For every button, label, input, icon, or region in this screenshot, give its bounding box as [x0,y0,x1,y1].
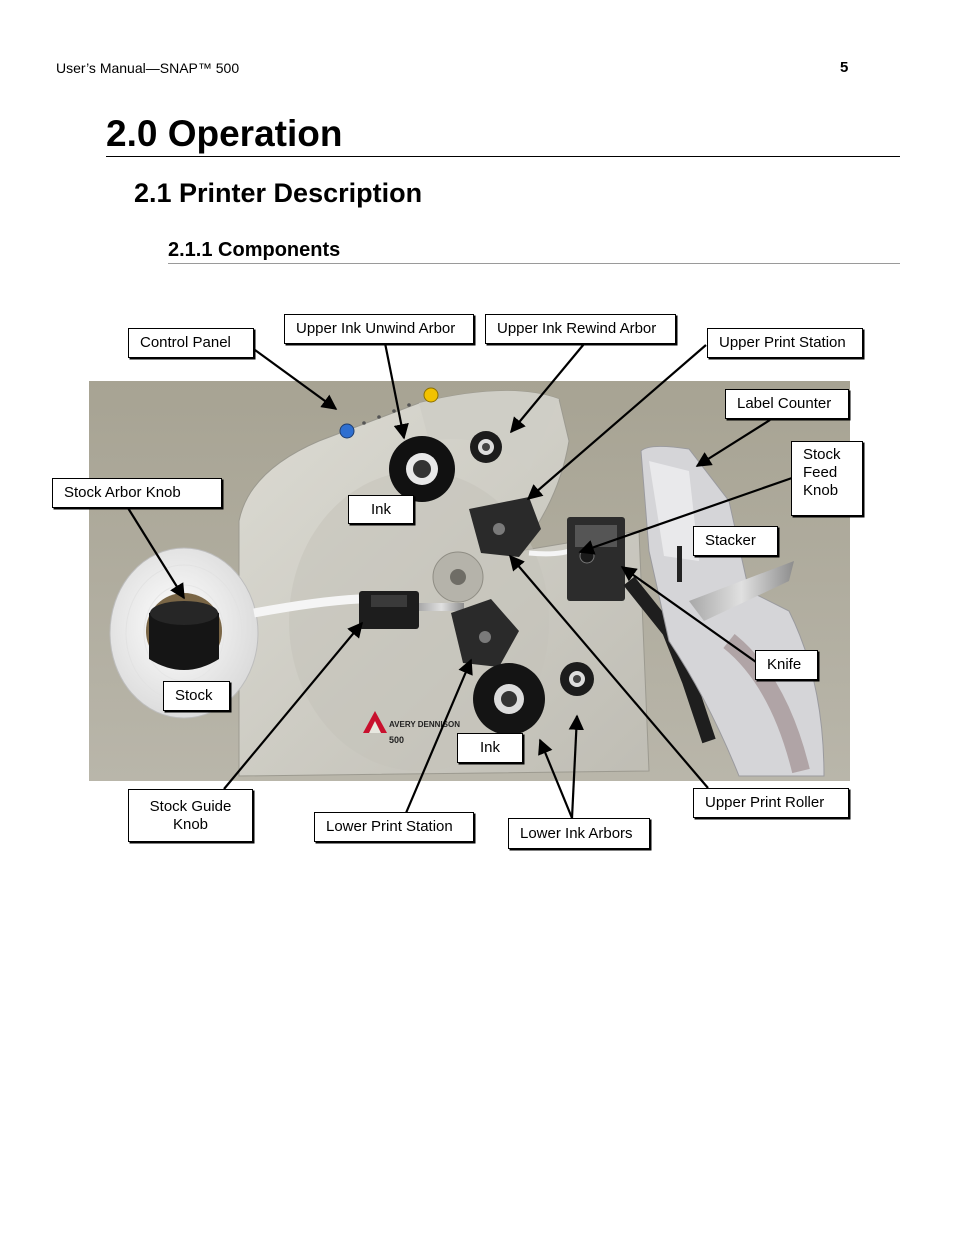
callout-upper-ink-rewind-arbor: Upper Ink Rewind Arbor [485,314,676,344]
callout-upper-print-roller: Upper Print Roller [693,788,849,818]
callout-upper-ink-unwind-arbor: Upper Ink Unwind Arbor [284,314,474,344]
callout-upper-print-station: Upper Print Station [707,328,863,358]
subsection-heading: 2.1 Printer Description [134,178,423,208]
model-text: 500 [389,735,404,745]
brand-text: AVERY DENNISON [389,720,460,729]
callout-control-panel: Control Panel [128,328,254,358]
callout-ink-lower: Ink [457,733,523,763]
callout-lower-ink-arbors: Lower Ink Arbors [508,818,650,849]
running-header: User’s Manual—SNAP™ 500 [56,60,240,76]
heading-rule [106,156,900,157]
callout-stock-arbor-knob: Stock Arbor Knob [52,478,222,508]
callout-stacker: Stacker [693,526,778,556]
callout-stock-guide-knob: Stock Guide Knob [128,789,253,842]
callout-stock: Stock [163,681,230,711]
callout-knife: Knife [755,650,818,680]
callout-label-counter: Label Counter [725,389,849,419]
callout-stock-feed-knob: Stock Feed Knob [791,441,863,516]
subsubsection-heading: 2.1.1 Components [168,239,341,261]
section-heading: 2.0 Operation [106,113,343,154]
subheading-rule [168,263,900,264]
upper-print-station [469,497,541,557]
printer-photo: AVERY DENNISON 500 [89,381,850,781]
callout-ink-upper: Ink [348,495,414,524]
page-number: 5 [840,59,849,76]
yellow-button-icon [423,387,439,403]
blue-button-icon [339,423,355,439]
callout-lower-print-station: Lower Print Station [314,812,474,842]
